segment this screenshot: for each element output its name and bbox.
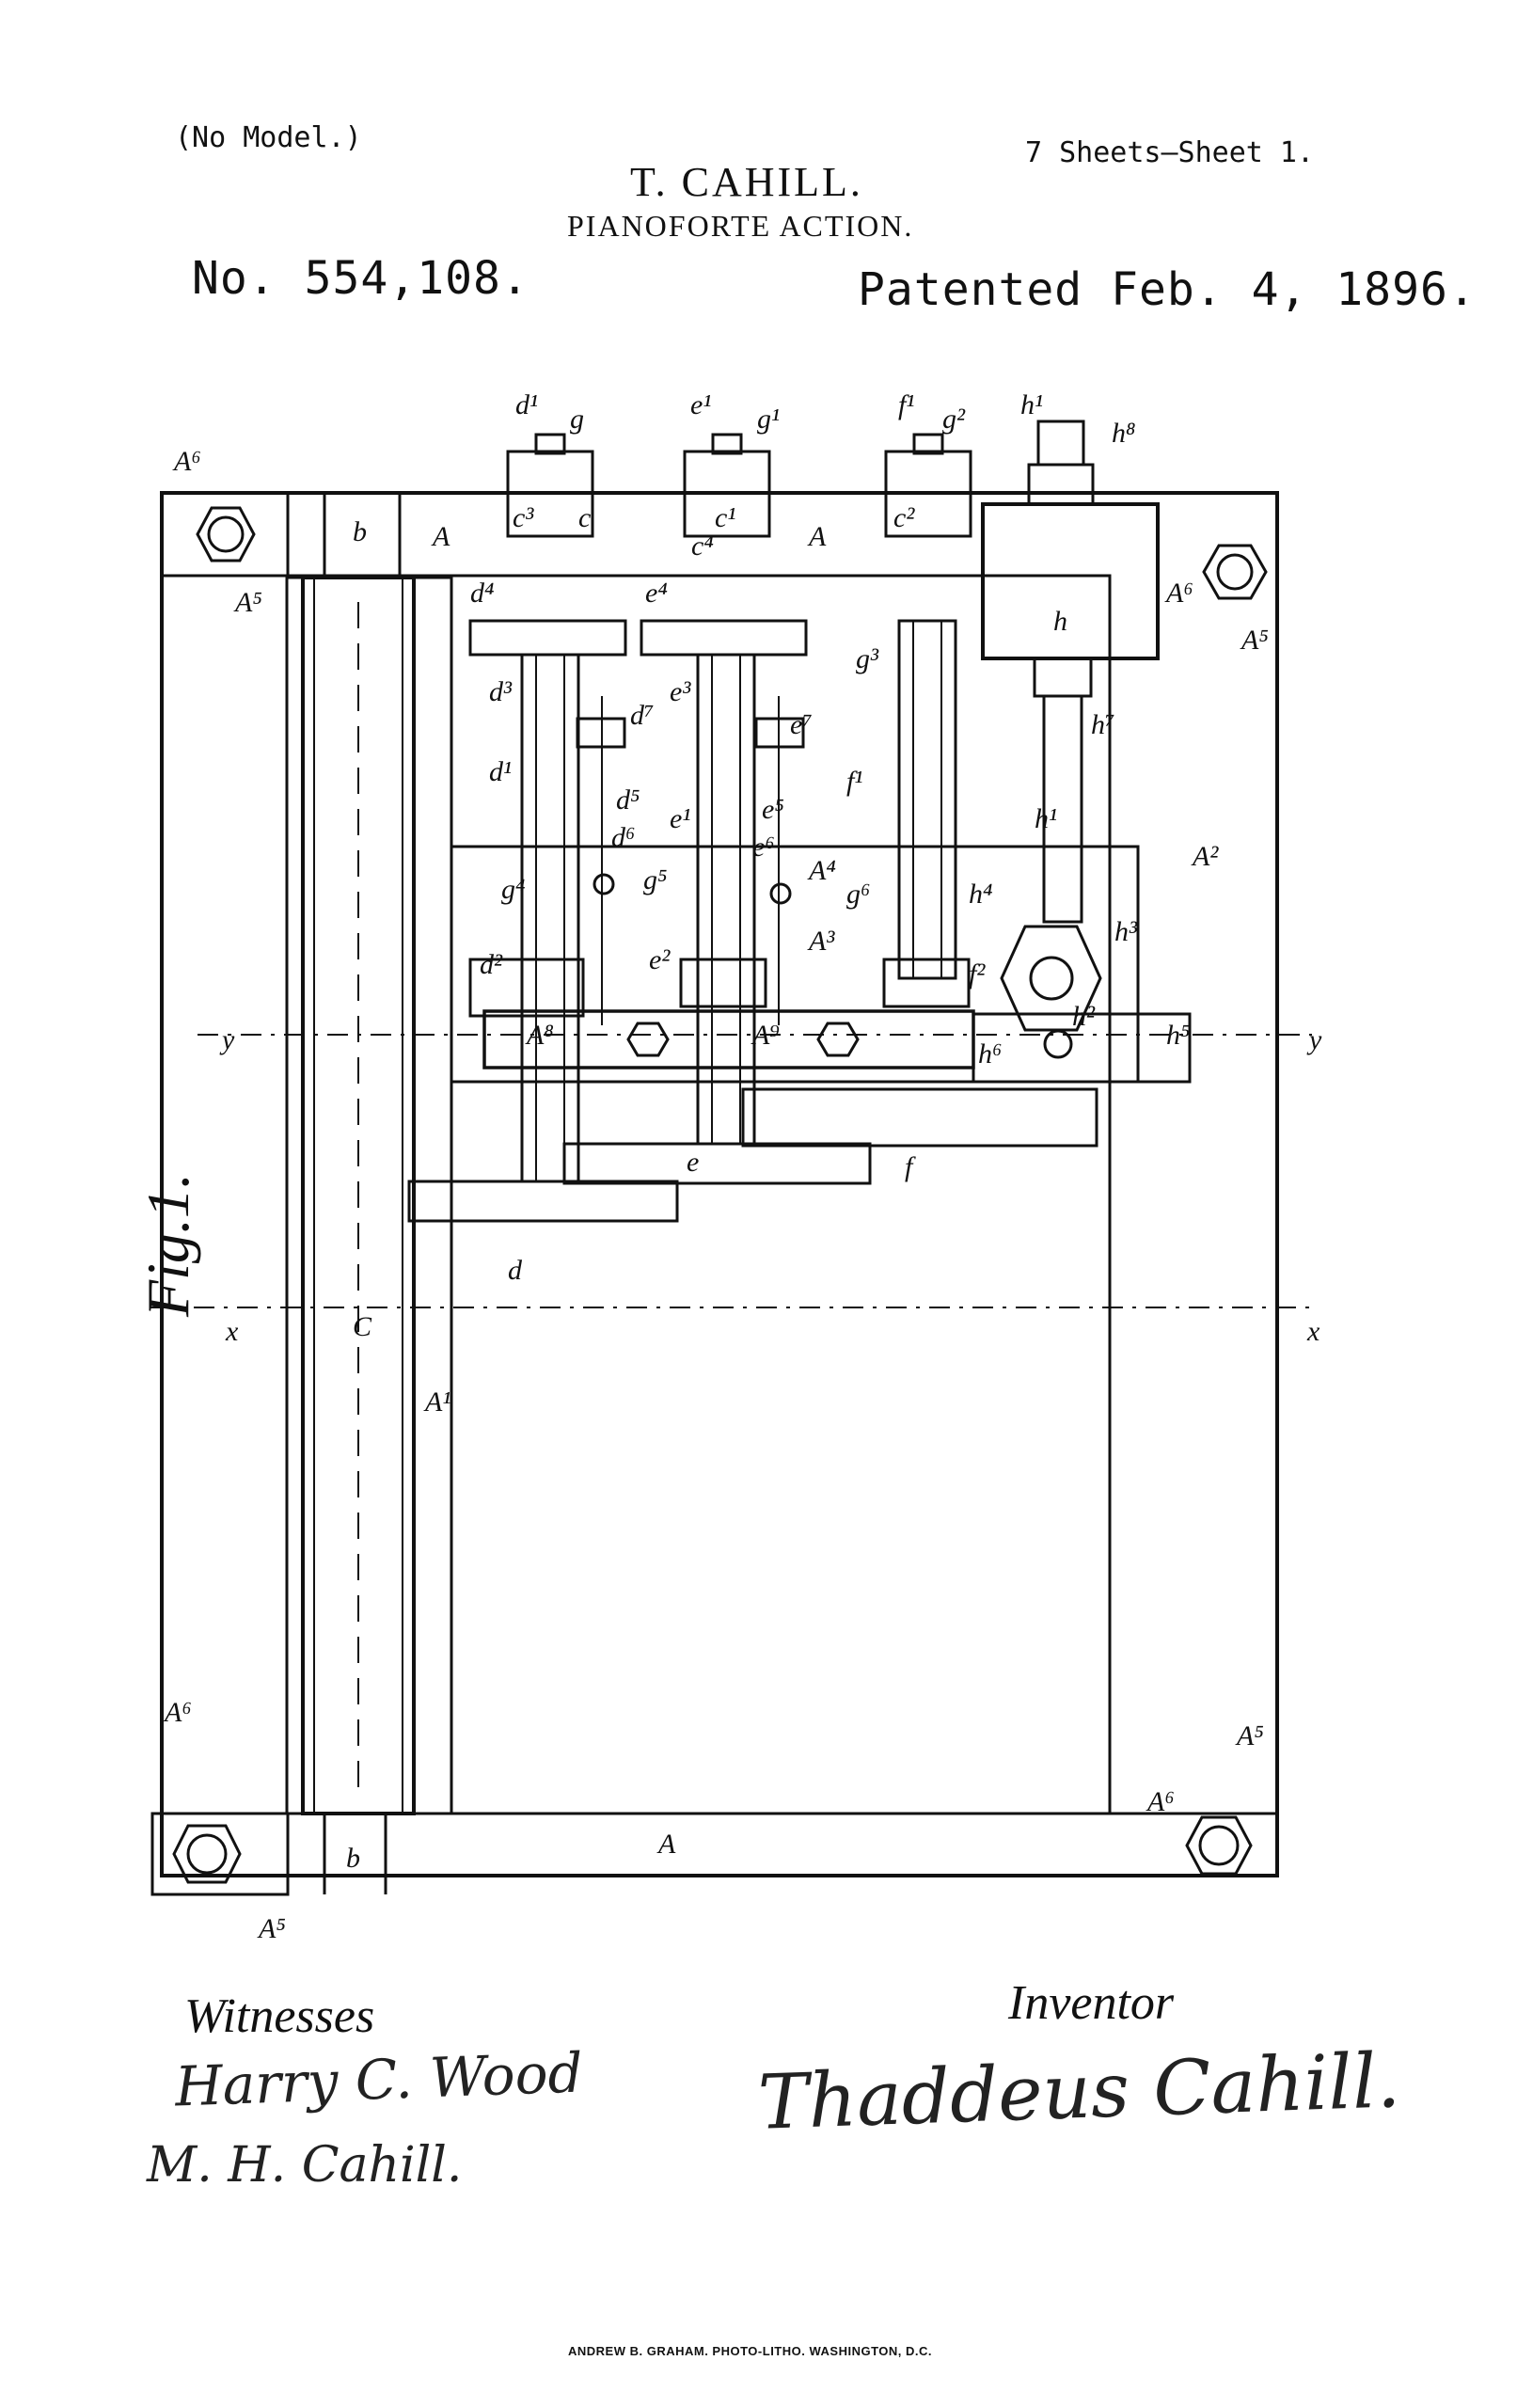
ref-g5: g⁵ <box>643 864 667 895</box>
witnesses-label: Witnesses <box>184 1989 375 2043</box>
figure-label: Fig.1. <box>134 1173 201 1318</box>
bolt-bottom-left <box>150 1812 290 1896</box>
ref-b-bottom: b <box>346 1843 360 1874</box>
witness-signature-1: Harry C. Wood <box>173 2040 584 2119</box>
ref-g3: g³ <box>856 643 879 674</box>
ref-f: f <box>905 1151 916 1182</box>
ref-A6-bottom-right: A⁶ <box>1146 1786 1175 1817</box>
patent-title: PIANOFORTE ACTION. <box>567 209 914 243</box>
ref-d: d <box>508 1255 523 1286</box>
sheet-count: 7 Sheets—Sheet 1. <box>1025 136 1315 169</box>
ref-b-top: b <box>353 516 367 547</box>
bolt-top-left <box>160 491 290 578</box>
ref-C: C <box>353 1311 372 1342</box>
ref-A-top: A <box>431 521 450 552</box>
ref-A6-bottom-left: A⁶ <box>163 1697 192 1728</box>
printer-credit: ANDREW B. GRAHAM. PHOTO-LITHO. WASHINGTO… <box>568 2344 933 2358</box>
ref-d2: d² <box>480 949 503 980</box>
section-mark-x-left: x <box>225 1316 239 1347</box>
ref-A9: A⁹ <box>751 1020 780 1051</box>
ref-c: c <box>578 502 591 533</box>
inventor-label: Inventor <box>1008 1976 1175 2030</box>
ref-e4: e⁴ <box>645 578 668 609</box>
ref-h2: h² <box>1072 1001 1096 1032</box>
main-frame <box>160 491 1279 1877</box>
ref-h4: h⁴ <box>969 879 992 910</box>
ref-d7: d⁷ <box>630 700 654 731</box>
shaft-d <box>407 433 679 1223</box>
section-mark-y-left: y <box>219 1024 235 1055</box>
ref-f2: f² <box>969 958 986 990</box>
patent-number: No. 554,108. <box>192 252 529 305</box>
shaft-e <box>562 433 872 1185</box>
ref-h: h <box>1053 606 1067 637</box>
ref-A6-top-right: A⁶ <box>1164 578 1193 609</box>
ref-g4: g⁴ <box>501 874 525 905</box>
ref-A5-top-right: A⁵ <box>1240 625 1269 656</box>
ref-f1-top: f¹ <box>898 389 914 420</box>
witness-signature-2: M. H. Cahill. <box>147 2137 463 2194</box>
ref-A-mid: A <box>807 521 827 552</box>
ref-c1: c¹ <box>715 502 735 533</box>
ref-d4: d⁴ <box>470 578 494 609</box>
inventor-signature: Thaddeus Cahill. <box>756 2036 1402 2147</box>
ref-A8: A⁸ <box>525 1020 554 1051</box>
ref-h7: h⁷ <box>1091 709 1114 740</box>
ref-d1-top: d¹ <box>515 389 538 420</box>
bolt-top-right <box>1202 544 1268 600</box>
screw-h <box>972 420 1192 1084</box>
ref-g2: g² <box>942 404 966 435</box>
ref-h3: h³ <box>1114 916 1138 947</box>
ref-d1: d¹ <box>489 756 512 787</box>
ref-g1: g¹ <box>757 404 780 435</box>
inventor-name-heading: T. CAHILL. <box>630 159 863 205</box>
ref-A2: A² <box>1191 841 1219 872</box>
ref-A5-bottom-left: A⁵ <box>257 1913 286 1944</box>
ref-e1: e¹ <box>670 803 690 834</box>
section-mark-y-right: y <box>1306 1024 1322 1055</box>
ref-A4: A⁴ <box>807 855 836 886</box>
ref-e: e <box>687 1147 699 1178</box>
section-mark-x-right: x <box>1306 1316 1320 1347</box>
ref-d3: d³ <box>489 676 513 707</box>
ref-c2: c² <box>893 502 915 533</box>
ref-f1: f¹ <box>846 766 862 797</box>
ref-h1: h¹ <box>1035 803 1057 834</box>
crossbar <box>482 1009 975 1069</box>
ref-c3: c³ <box>513 502 534 533</box>
ref-A6-top-left: A⁶ <box>172 446 201 477</box>
patent-date: Patented Feb. 4, 1896. <box>858 263 1477 316</box>
ref-h8: h⁸ <box>1112 418 1135 449</box>
ref-g6: g⁶ <box>846 879 870 910</box>
shaft-f <box>741 433 1098 1148</box>
no-model-note: (No Model.) <box>175 121 362 154</box>
ref-g: g <box>570 404 584 435</box>
ref-d6: d⁶ <box>611 822 635 853</box>
ref-e2: e² <box>649 944 671 975</box>
ref-A5-top-left: A⁵ <box>233 587 262 618</box>
ref-e5: e⁵ <box>762 794 784 825</box>
ref-c4: c⁴ <box>691 531 714 562</box>
ref-e1-top: e¹ <box>690 389 711 420</box>
bolt-bottom-right <box>1185 1815 1253 1876</box>
ref-h6: h⁶ <box>978 1038 1002 1069</box>
ref-A5-bottom-right: A⁵ <box>1235 1720 1264 1751</box>
ref-e3: e³ <box>670 676 691 707</box>
ref-A1: A¹ <box>423 1386 450 1418</box>
ref-e7: e⁷ <box>790 709 813 740</box>
ref-A-bottom: A <box>656 1829 676 1860</box>
ref-d5: d⁵ <box>616 784 640 816</box>
ref-e6: e⁶ <box>752 832 775 863</box>
ref-h5: h⁵ <box>1166 1020 1190 1051</box>
ref-A3: A³ <box>807 926 835 957</box>
ref-h1-top: h¹ <box>1020 389 1043 420</box>
